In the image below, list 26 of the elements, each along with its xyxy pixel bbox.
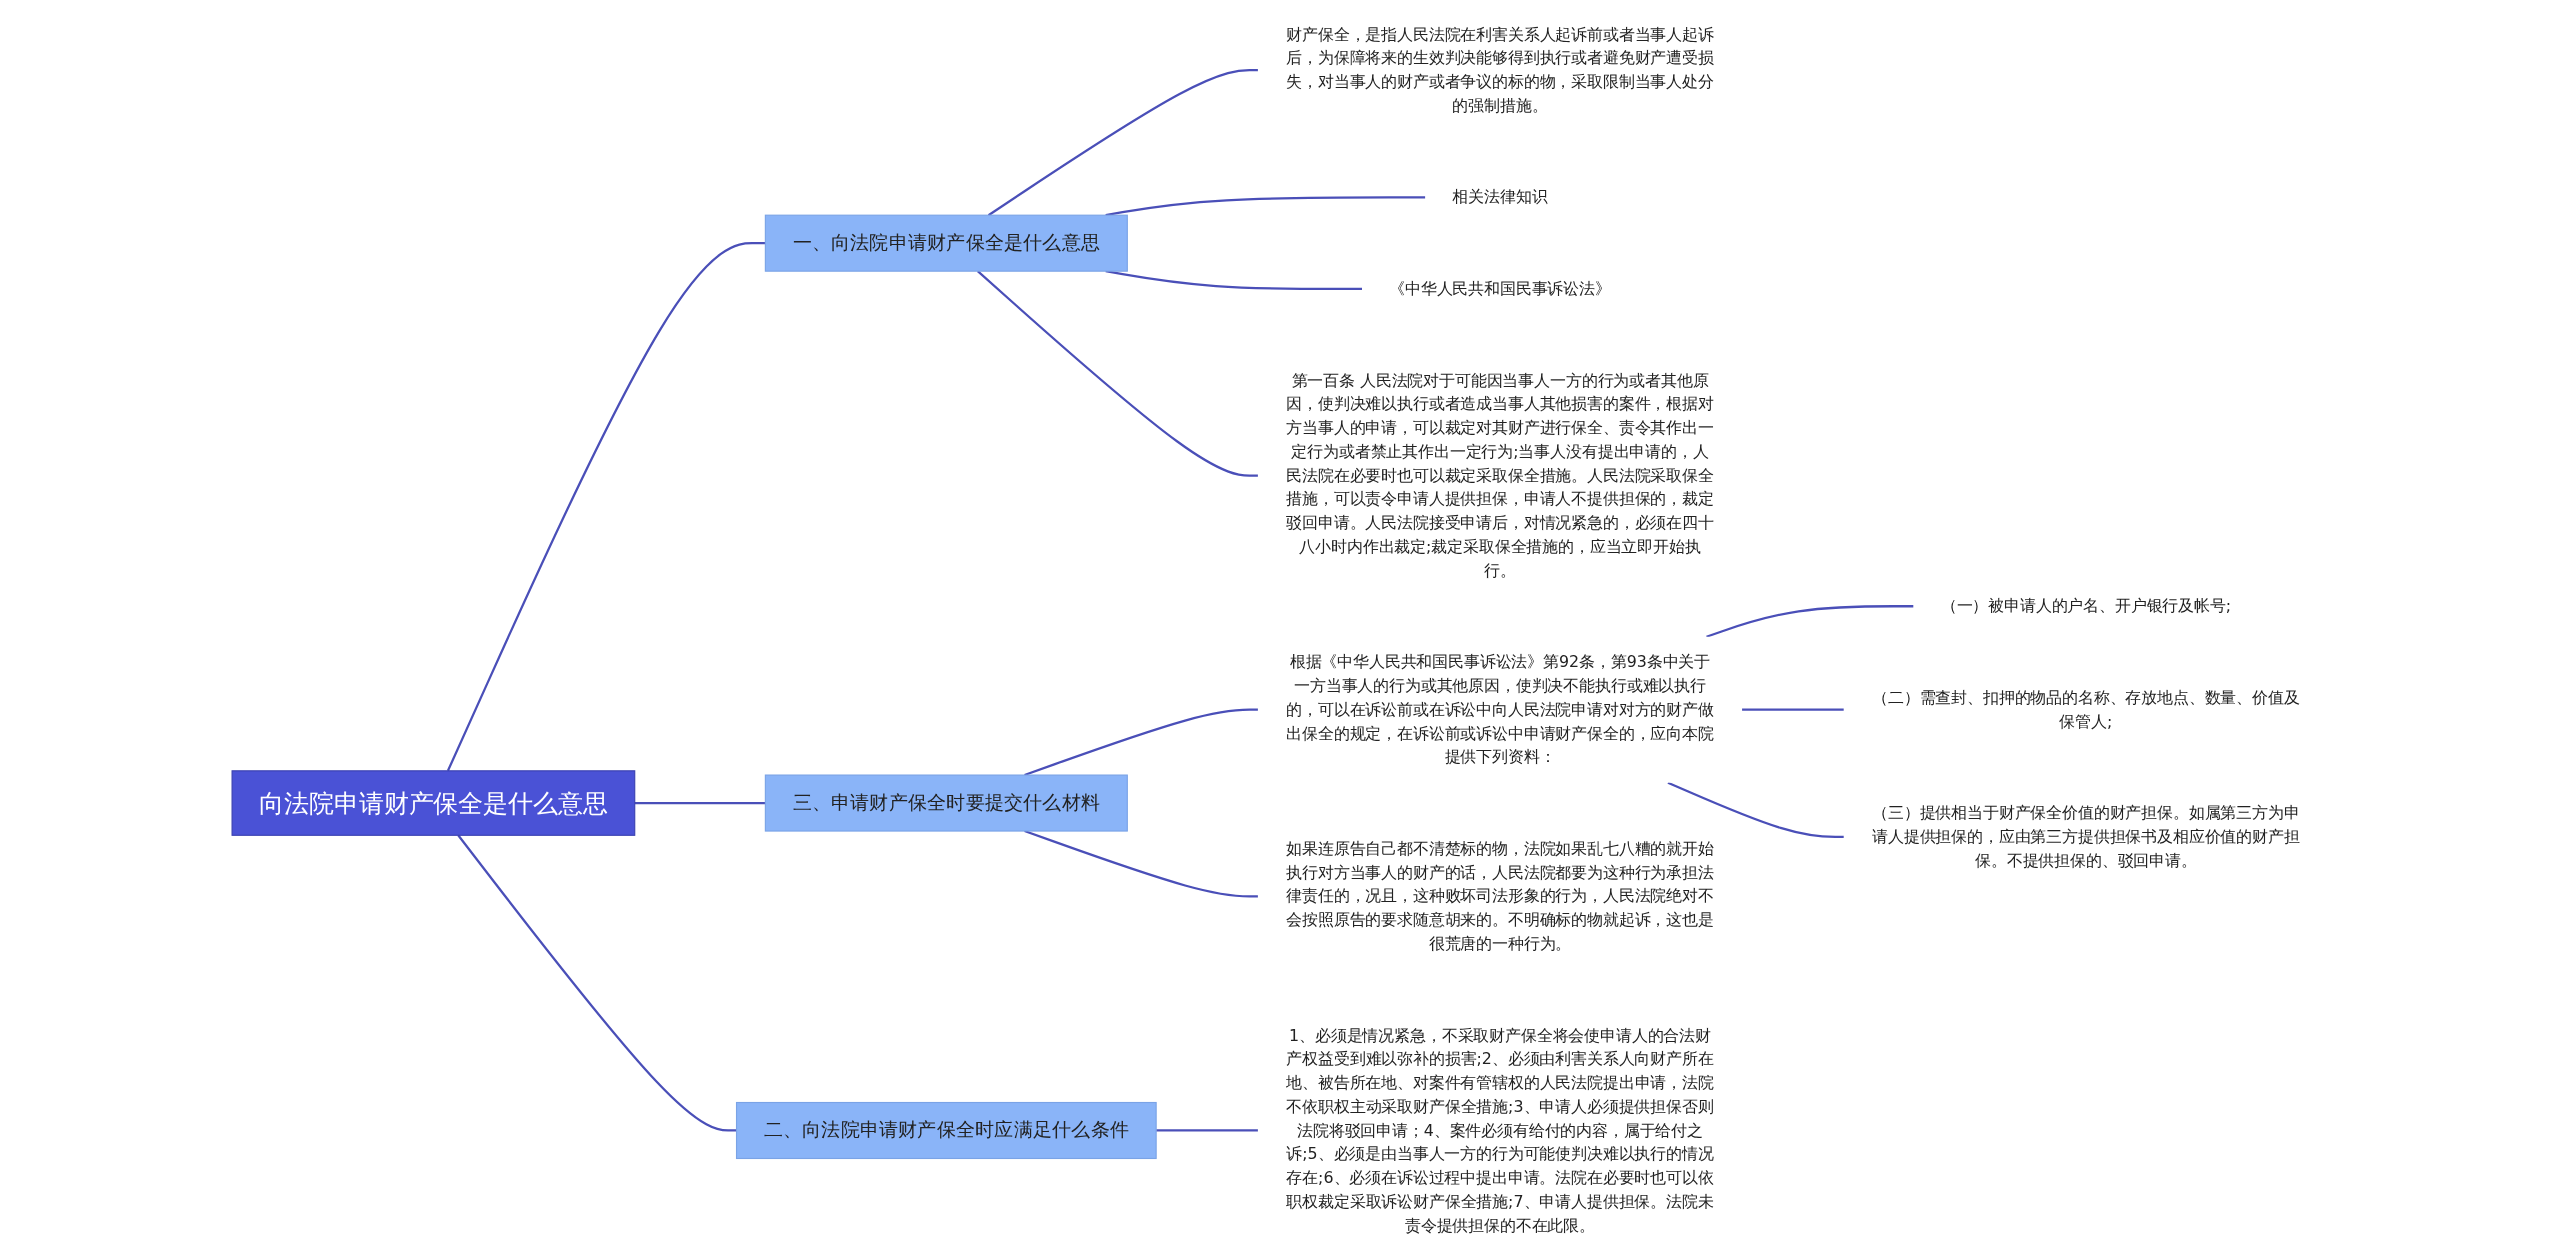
connector xyxy=(457,834,737,1132)
connector xyxy=(1667,781,1844,839)
node-box xyxy=(764,774,1128,832)
connector xyxy=(1706,605,1914,638)
connector xyxy=(1742,708,1844,711)
connector xyxy=(634,801,766,805)
connector xyxy=(446,242,766,772)
node-text: 根据《中华人民共和国民事诉讼法》第92条，第93条中关于一方当事人的行为或其他原因，使判决不能执行或难以执行的，可以在诉讼前或在诉讼中向人民法院申请对对方的财产做出保全的规定，在诉讼前或诉讼中申请财产保全的，应向本院提供下列资料： xyxy=(1286,652,1714,766)
node-text: （三）提供相当于财产保全价值的财产担保。如属第三方为申请人提供担保的，应由第三方提供担保书及相应价值的财产担保。不提供担保的、驳回申请。 xyxy=(1872,803,2300,870)
connector xyxy=(987,69,1258,217)
node-text: 如果连原告自己都不清楚标的物，法院如果乱七八糟的就开始执行对方当事人的财产的话，人民法院都要为这种行为承担法律责任的，况且，这种败坏司法形象的行为，人民法院绝对不会按照原告的要求随意胡来的。不明确标的物就起诉，这也是很荒唐的一种行为。 xyxy=(1286,839,1714,953)
node-text: 《中华人民共和国民事诉讼法》 xyxy=(1389,279,1611,298)
node-text: 相关法律知识 xyxy=(1452,187,1548,206)
node-box xyxy=(231,770,636,836)
node-text: 第一百条 人民法院对于可能因当事人一方的行为或者其他原因，使判决难以执行或者造成当事人其他损害的案件，根据对方当事人的申请，可以裁定对其财产进行保全、责令其作出一定行为或者禁止其作出一定行为;当事人没有提出申请的，人民法院在必要时也可以裁定采取保全措施。人民法院采取保全措施，可以责令申请人提供担保，申请人不提供担保的，裁定驳回申请。人民法院接受申请后，对情况紧急的，必须在四十八小时内作出裁定;裁定采取保全措施的，应当立即开始执行。 xyxy=(1286,370,1714,580)
connector xyxy=(977,270,1258,477)
node-text: （一）被申请人的户名、开户银行及帐号; xyxy=(1940,596,2232,615)
node-text: （二）需查封、扣押的物品的名称、存放地点、数量、价值及保管人; xyxy=(1872,688,2300,731)
connector xyxy=(1105,196,1426,217)
node-text: 1、必须是情况紧急，不采取财产保全将会使申请人的合法财产权益受到难以弥补的损害;2、必须由利害关系人向财产所在地、被告所在地、对案件有管辖权的人民法院提出申请，法院不依职权主动采取财产保全措施;3、申请人必须提供担保否则法院将驳回申请；4、案件必须有给付的内容，属于给付之诉;5、必须是由当事人一方的行为可能使判决难以执行的情况存在;6、必须在诉讼过程中提出申请。法院在必要时也可以依职权裁定采取诉讼财产保全措施;7、申请人提供担保。法院未责令提供担保的不在此限。 xyxy=(1286,1025,1714,1234)
node-box xyxy=(764,214,1128,272)
connector xyxy=(1024,708,1258,777)
connector xyxy=(1024,830,1258,898)
node-text: 财产保全，是指人民法院在利害关系人起诉前或者当事人起诉后，为保障将来的生效判决能够得到执行或者避免财产遭受损失，对当事人的财产或者争议的标的物，采取限制当事人处分的强制措施。 xyxy=(1286,24,1714,115)
node-box xyxy=(735,1101,1157,1160)
connector xyxy=(1156,1129,1258,1132)
